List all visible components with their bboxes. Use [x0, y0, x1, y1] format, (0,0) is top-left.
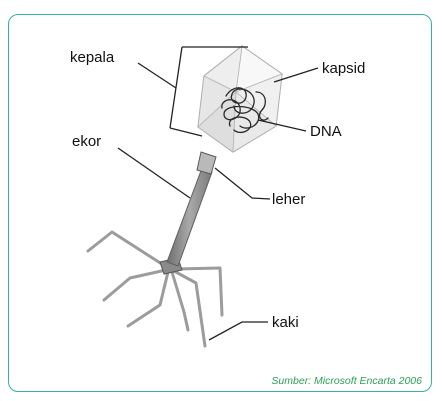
leg-fiber-1: [88, 232, 168, 268]
label-dna: DNA: [310, 124, 342, 139]
ekor-leader-line: [118, 148, 190, 198]
label-ekor: ekor: [72, 134, 101, 149]
leg-fiber-2: [104, 270, 166, 300]
label-kepala: kepala: [70, 50, 114, 65]
collar: [197, 152, 216, 174]
leg-fiber-4: [172, 272, 188, 330]
label-kapsid: kapsid: [322, 61, 365, 76]
leg-fiber-3: [128, 272, 168, 326]
leg-fibers: [88, 232, 222, 346]
leher-leader-line: [215, 168, 270, 199]
source-caption: Sumber: Microsoft Encarta 2006: [271, 376, 422, 387]
label-kaki: kaki: [272, 315, 299, 330]
kepala-bracket-bottom: [170, 128, 202, 136]
tail-sheath: [167, 168, 212, 266]
kepala-leader-line: [138, 63, 176, 88]
label-leher: leher: [272, 192, 305, 207]
leg-fiber-6: [174, 271, 205, 346]
kaki-leader-line: [209, 322, 268, 340]
capsid-head: [198, 46, 282, 152]
